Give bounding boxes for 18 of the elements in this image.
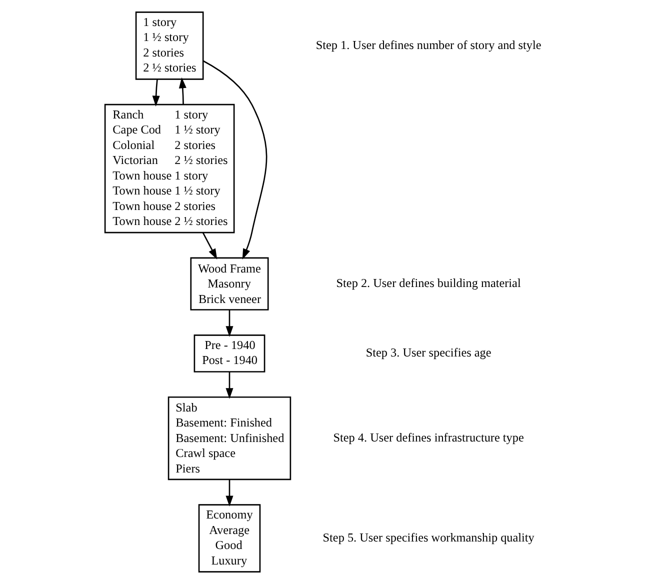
arrow xyxy=(225,479,233,507)
arrow xyxy=(225,372,233,399)
node-box: 1 story 1 ½ story 2 stories 2 ½ stories xyxy=(134,12,204,80)
label: Step 2. User defines building material xyxy=(336,276,520,290)
node-box: Economy Average Good Luxury xyxy=(198,504,260,572)
label: Step 5. User specifies workmanship quality xyxy=(322,530,534,544)
node-box: Pre - 1940 Post - 1940 xyxy=(193,334,265,372)
arrow xyxy=(225,310,233,337)
node-box: Slab Basement: Finished Basement: Unfinished Crawl space Piers xyxy=(167,396,291,480)
label: Step 4. User defines infrastructure type xyxy=(332,430,524,444)
node-box: Ranch 1 story Cape Cod 1 ½ story Colonial 2 stories Victorian 2 ½ stories Town house 1 story Town house 1 ½ story Town house 2 stories Town house 2 ½ stories xyxy=(104,104,234,234)
arrow xyxy=(178,77,186,105)
label: Step 3. User specifies age xyxy=(365,346,491,360)
label: Step 1. User defines number of story and style xyxy=(315,38,541,52)
arrow xyxy=(202,232,217,260)
arrow xyxy=(202,60,267,260)
arrow xyxy=(152,79,160,107)
node-box: Wood Frame Masonry Brick veneer xyxy=(190,257,268,310)
